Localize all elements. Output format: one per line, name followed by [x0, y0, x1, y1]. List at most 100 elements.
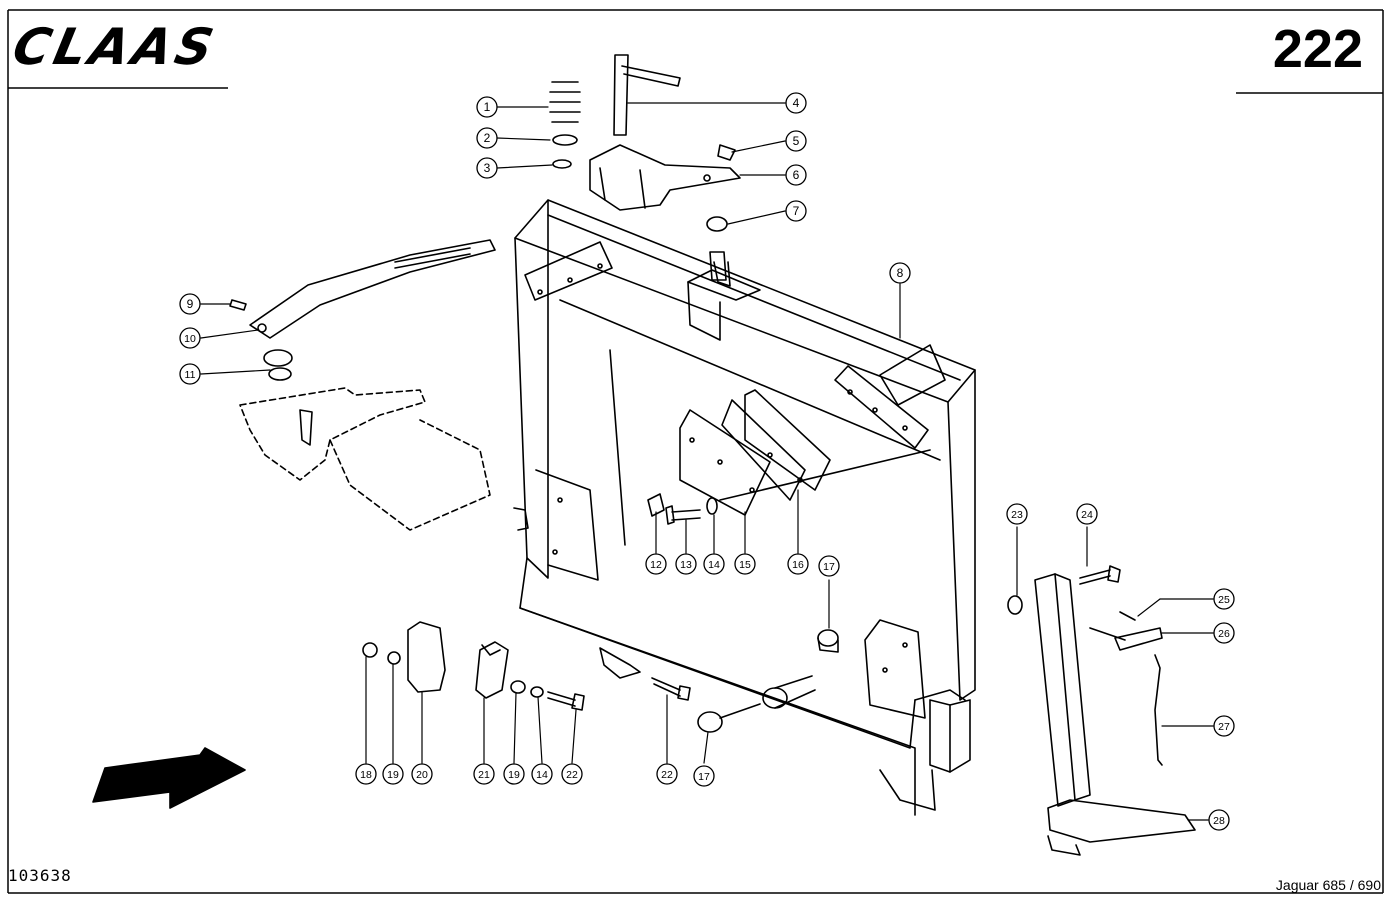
callout-5: 5	[785, 130, 807, 152]
callout-circle	[1208, 809, 1230, 831]
bushings	[599, 629, 839, 733]
callout-number: 27	[1218, 721, 1230, 733]
callout-circle	[645, 553, 667, 575]
callout-10: 10	[179, 327, 201, 349]
callout-circle	[785, 130, 807, 152]
direction-arrow-icon	[92, 747, 246, 809]
callout-circle	[476, 96, 498, 118]
callout-circle	[656, 763, 678, 785]
callout-18: 18	[355, 763, 377, 785]
callout-13: 13	[675, 553, 697, 575]
callout-number: 24	[1081, 509, 1093, 521]
callout-circle	[889, 262, 911, 284]
top-bracket	[524, 241, 761, 341]
model-label: Jaguar 685 / 690	[1275, 877, 1381, 893]
main-frame	[514, 199, 976, 816]
callout-19: 19	[503, 763, 525, 785]
callout-16: 16	[787, 553, 809, 575]
callout-number: 1	[484, 100, 491, 114]
callout-number: 2	[484, 131, 491, 145]
callout-number: 19	[508, 769, 520, 781]
callout-circle	[818, 555, 840, 577]
lower-left-bracket	[513, 469, 599, 581]
callout-circle	[382, 763, 404, 785]
drawbar-assembly	[229, 239, 496, 531]
callout-number: 28	[1213, 815, 1225, 827]
callout-number: 8	[897, 266, 904, 280]
callout-23: 23	[1006, 503, 1028, 525]
callout-number: 20	[416, 769, 428, 781]
callout-number: 18	[360, 769, 372, 781]
callout-circle	[785, 164, 807, 186]
callout-number: 9	[187, 297, 194, 311]
callout-22: 22	[656, 763, 678, 785]
drawing-number: 103638	[8, 866, 72, 885]
parking-stand	[1007, 565, 1196, 856]
callout-circle	[1213, 622, 1235, 644]
callout-19: 19	[382, 763, 404, 785]
callout-26: 26	[1213, 622, 1235, 644]
callout-20: 20	[411, 763, 433, 785]
plate-fasteners	[647, 493, 718, 525]
callout-circle	[1076, 503, 1098, 525]
callout-number: 6	[793, 168, 800, 182]
callout-number: 17	[823, 561, 835, 573]
page-number: 222	[1272, 19, 1363, 79]
callout-circle	[561, 763, 583, 785]
callout-25: 25	[1213, 588, 1235, 610]
callout-number: 21	[478, 769, 490, 781]
callout-number: 16	[792, 559, 804, 571]
callout-12: 12	[645, 553, 667, 575]
callout-24: 24	[1076, 503, 1098, 525]
callout-circle	[787, 553, 809, 575]
callout-number: 13	[680, 559, 692, 571]
callout-6: 6	[785, 164, 807, 186]
callout-number: 23	[1011, 509, 1023, 521]
callout-number: 12	[650, 559, 662, 571]
callout-number: 14	[708, 559, 720, 571]
callout-number: 26	[1218, 628, 1230, 640]
callout-17: 17	[693, 765, 715, 787]
callout-28: 28	[1208, 809, 1230, 831]
wear-plates	[679, 389, 931, 516]
callout-number: 17	[698, 771, 710, 783]
callout-circle	[476, 127, 498, 149]
callout-number: 19	[387, 769, 399, 781]
callout-circle	[693, 765, 715, 787]
callout-4: 4	[785, 92, 807, 114]
callout-circle	[179, 363, 201, 385]
callout-circle	[355, 763, 377, 785]
callout-17: 17	[818, 555, 840, 577]
callout-circle	[703, 553, 725, 575]
corner-bracket	[834, 344, 946, 449]
callout-27: 27	[1213, 715, 1235, 737]
sheet-frame	[7, 9, 1384, 894]
leader-lines	[200, 102, 1214, 821]
callout-circle	[1213, 588, 1235, 610]
callout-9: 9	[179, 293, 201, 315]
callout-circle	[179, 293, 201, 315]
lower-right-bracket	[864, 619, 971, 773]
clamp-hardware	[362, 621, 585, 711]
callout-number: 5	[793, 134, 800, 148]
callout-11: 11	[179, 363, 201, 385]
callout-number: 4	[793, 96, 800, 110]
callout-3: 3	[476, 157, 498, 179]
callout-circle	[503, 763, 525, 785]
latch-assembly	[549, 54, 741, 281]
callout-15: 15	[734, 553, 756, 575]
callout-circle	[785, 200, 807, 222]
callout-number: 15	[739, 559, 751, 571]
callout-number: 7	[793, 204, 800, 218]
callout-circle	[473, 763, 495, 785]
callout-circle	[734, 553, 756, 575]
callout-number: 11	[185, 369, 196, 381]
callout-number: 22	[661, 769, 673, 781]
callout-circle	[1006, 503, 1028, 525]
callout-22: 22	[561, 763, 583, 785]
callout-number: 25	[1218, 594, 1230, 606]
callout-number: 14	[536, 769, 548, 781]
callout-circle	[179, 327, 201, 349]
callout-14: 14	[703, 553, 725, 575]
